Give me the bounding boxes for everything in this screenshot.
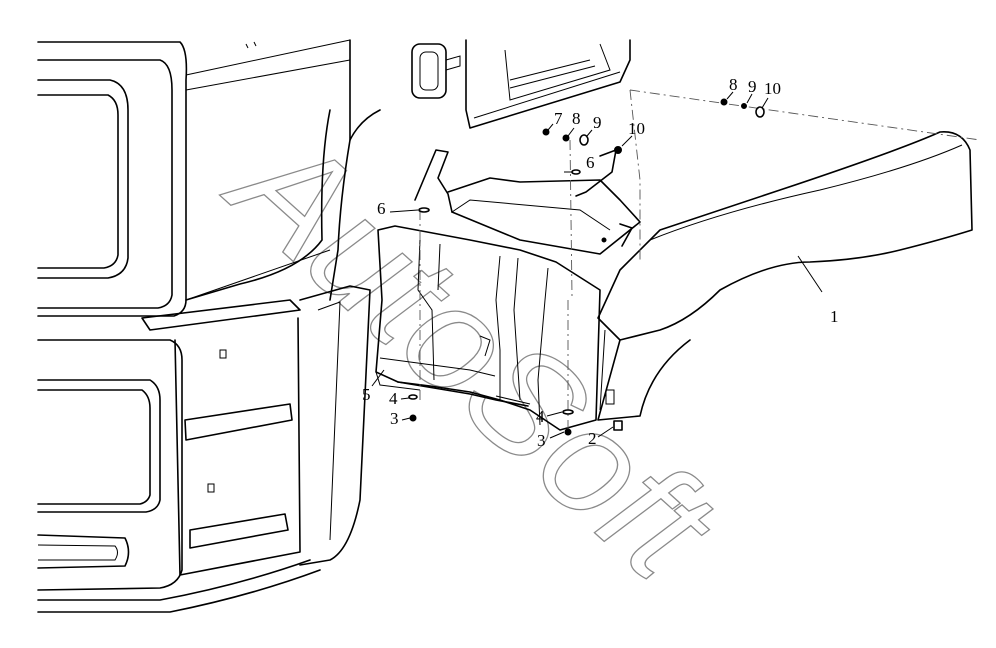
bolt-3-left (409, 414, 417, 422)
callout-3-left: 3 (390, 409, 399, 428)
callout-6-left: 6 (377, 199, 386, 218)
callout-6-right: 6 (586, 153, 595, 172)
nut-10-top (755, 106, 765, 118)
callout-9: 9 (593, 113, 602, 132)
callout-2: 2 (588, 429, 597, 448)
callout-8: 8 (572, 109, 581, 128)
splash-guard-bracket (414, 149, 641, 255)
callout-4-left: 4 (389, 389, 398, 408)
watermark: AutoSoft (197, 93, 748, 613)
cab-front (37, 39, 631, 317)
callout-7: 7 (554, 109, 563, 128)
steps (141, 285, 371, 576)
leader-lines (371, 91, 823, 439)
watermark-text: AutoSoft (198, 94, 748, 613)
fasteners (408, 98, 765, 436)
dash-lines (419, 89, 981, 430)
nut-10 (614, 146, 622, 154)
splash-panel (375, 225, 601, 431)
nut-8 (562, 134, 570, 142)
washer-6-right (571, 169, 581, 175)
washer-9 (579, 134, 589, 146)
callout-10: 10 (628, 119, 645, 138)
callout-10-top: 10 (764, 79, 781, 98)
bumper (37, 339, 321, 613)
callout-9-top: 9 (748, 77, 757, 96)
bolt-3-right (564, 428, 572, 436)
bolt-7 (542, 128, 550, 136)
fender (597, 131, 973, 421)
callouts: 1 2 3 3 4 4 5 6 6 7 8 8 9 9 10 10 (362, 75, 839, 450)
washer-9-top (741, 103, 747, 109)
callout-3-right: 3 (537, 431, 546, 450)
callout-5: 5 (362, 385, 371, 404)
callout-4-right: 4 (536, 407, 545, 426)
washer-4-right (562, 409, 574, 415)
washer-4-left (408, 394, 418, 400)
clip-2 (613, 420, 623, 431)
nut-8-top (720, 98, 728, 106)
callout-8-top: 8 (729, 75, 738, 94)
callout-1: 1 (830, 307, 839, 326)
washer-6-left (418, 207, 430, 213)
